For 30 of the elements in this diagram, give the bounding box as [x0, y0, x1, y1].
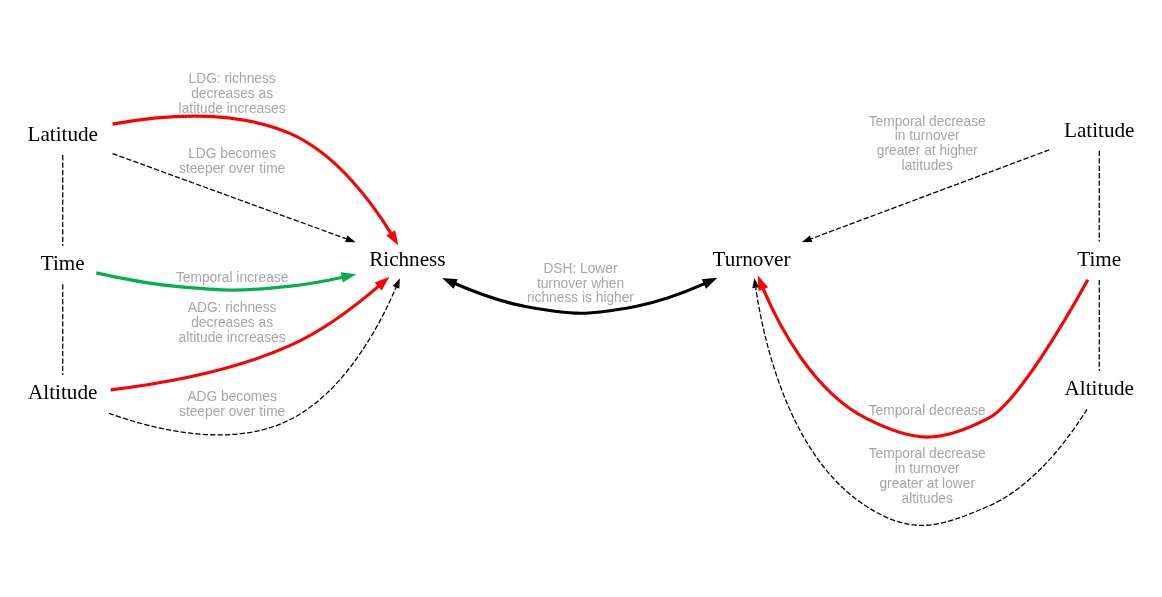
connector	[62, 283, 64, 376]
node-text: Richness	[369, 246, 446, 271]
arrow	[442, 277, 718, 315]
edge-label: Temporal decrease in turnover greater at higher latitudes	[868, 113, 986, 173]
node-text: Turnover	[712, 246, 791, 271]
node-text: Altitude	[1064, 375, 1134, 400]
node-text: Latitude	[27, 121, 98, 146]
arrow	[801, 148, 1050, 242]
edge-label: Temporal decrease in turnover greater at lower altitudes	[868, 445, 986, 506]
arrow	[108, 277, 400, 435]
arrow	[757, 274, 1090, 439]
arrow	[752, 277, 1088, 526]
arrow	[111, 152, 356, 242]
edge-label: ADG: richness decreases as altitude increases	[178, 299, 286, 345]
edge-label: ADG becomes steeper over time	[179, 388, 286, 419]
arrow	[112, 114, 399, 246]
node-text: Time	[1077, 246, 1122, 271]
node-text: Latitude	[1064, 117, 1135, 142]
arrow	[95, 270, 357, 292]
connector	[1098, 149, 1100, 242]
edge-label: Temporal decrease	[868, 402, 986, 418]
edge-label: Temporal increase	[175, 269, 289, 285]
connector	[1098, 278, 1100, 371]
node-text: Time	[40, 250, 85, 275]
edge-label: LDG becomes steeper over time	[179, 145, 286, 176]
edge-label: DSH: Lower turnover when richness is higher	[526, 260, 634, 305]
node-text: Altitude	[28, 379, 98, 404]
connector	[62, 153, 64, 246]
edge-label: LDG: richness decreases as latitude increases	[178, 70, 286, 116]
arrow	[110, 276, 390, 391]
